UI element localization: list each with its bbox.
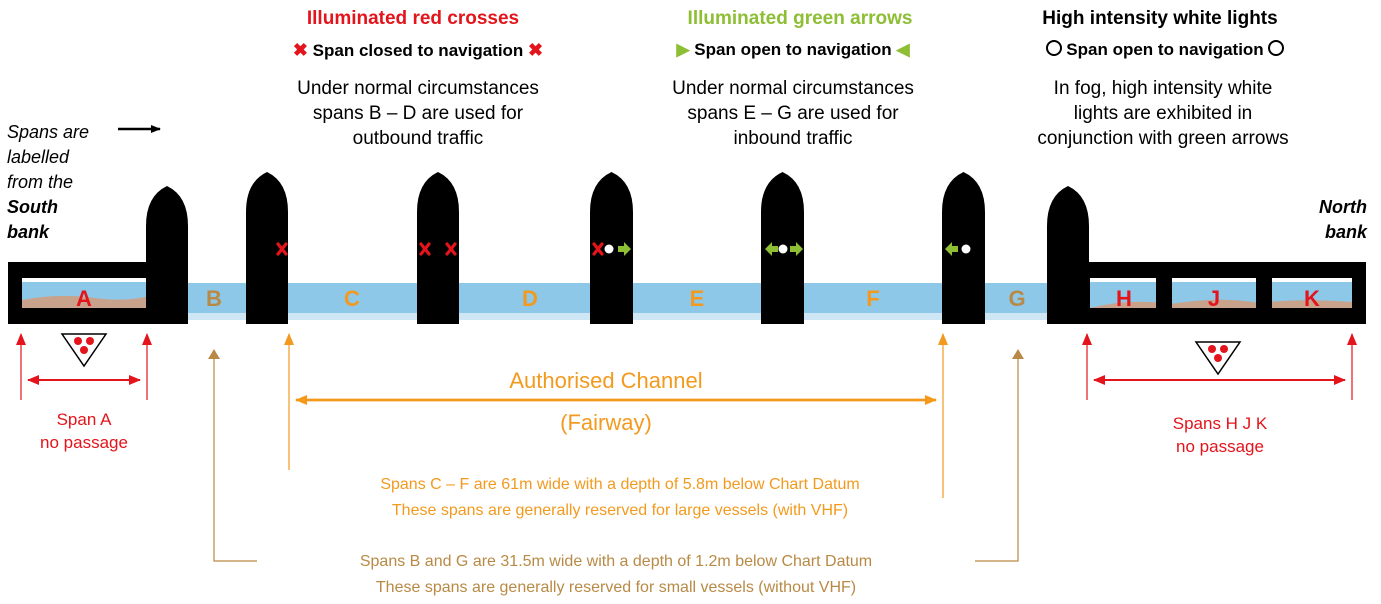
legend-green-status: ▶ Span open to navigation ◀	[613, 40, 973, 60]
sandbank-south	[22, 295, 150, 308]
spans-hjk-note-line: Spans H J K	[1172, 414, 1268, 433]
red-cross-icon	[419, 242, 431, 256]
span-a-note-line: no passage	[40, 433, 128, 452]
small-vessels-note-line: These spans are generally reserved for s…	[375, 579, 857, 596]
legend-red-heading: Illuminated red crosses	[306, 8, 520, 29]
legend-white-desc-line: In fog, high intensity white	[1053, 78, 1273, 99]
no-passage-sign-north	[1194, 341, 1242, 376]
small-spans-left-leader	[208, 349, 257, 562]
spans-hjk-note-line: no passage	[1176, 437, 1264, 456]
north-approach-deck	[1088, 262, 1366, 324]
south-bank-label: South	[7, 197, 58, 217]
green-arrow-left-icon: ◀	[896, 40, 910, 59]
span-label: F	[866, 286, 879, 311]
legend-red-desc-line: spans B – D are used for	[312, 103, 524, 124]
green-arrow-left-icon	[945, 242, 958, 256]
span-label: C	[344, 286, 360, 311]
legend-red-desc: Under normal circumstances spans B – D a…	[253, 76, 583, 151]
large-vessels-note: Spans C – F are 61m wide with a depth of…	[290, 472, 950, 524]
channel-sublabel: (Fairway)	[560, 410, 652, 435]
small-vessels-note: Spans B and G are 31.5m wide with a dept…	[257, 549, 975, 601]
legend-red-status: ✖ Span closed to navigation ✖	[253, 40, 583, 61]
legend-white-heading: High intensity white lights	[1042, 8, 1278, 29]
sandbank-north	[1090, 299, 1352, 308]
red-cross-icon	[276, 242, 288, 256]
legend-red-status-text: Span closed to navigation	[312, 41, 524, 60]
legend-white-status-text: Span open to navigation	[1066, 40, 1264, 59]
north-bank: North bank	[1319, 195, 1367, 245]
span-label: K	[1304, 286, 1320, 311]
green-arrow-left-icon	[765, 242, 778, 256]
small-spans-right-leader	[975, 349, 1024, 562]
bridge-pier	[246, 172, 288, 324]
channel-label: Authorised Channel	[509, 368, 703, 393]
pier-lights	[276, 242, 971, 256]
span-a-note: Span A no passage	[4, 408, 164, 454]
south-approach-deck	[8, 262, 152, 324]
span-label: A	[76, 286, 92, 311]
legend-green-desc-line: Under normal circumstances	[672, 78, 914, 99]
span-a-note-line: Span A	[56, 410, 112, 429]
bridge-pier	[146, 186, 188, 324]
white-light-icon	[1045, 40, 1062, 56]
green-arrow-right-icon: ▶	[676, 40, 690, 59]
white-light-icon	[778, 244, 788, 254]
north-bank-label: North	[1319, 197, 1367, 217]
legend-green-desc: Under normal circumstances spans E – G a…	[623, 76, 963, 151]
bridge-pier	[1047, 186, 1089, 324]
large-vessels-note-line: These spans are generally reserved for l…	[391, 502, 849, 519]
south-bank-label: bank	[7, 222, 50, 242]
span-label: H	[1116, 286, 1132, 311]
south-note: Spans are labelled from the South bank	[7, 120, 89, 245]
legend-white-desc-line: conjunction with green arrows	[1037, 128, 1289, 149]
small-vessels-note-line: Spans B and G are 31.5m wide with a dept…	[359, 553, 873, 570]
north-bank-label: bank	[1324, 222, 1367, 242]
red-cross-icon	[445, 242, 457, 256]
legend-white-desc: In fog, high intensity white lights are …	[993, 76, 1333, 151]
green-arrow-right-icon	[790, 242, 803, 256]
large-vessels-note-line: Spans C – F are 61m wide with a depth of…	[380, 476, 860, 493]
south-note-line: labelled	[7, 147, 70, 167]
legend-white-desc-line: lights are exhibited in	[1073, 103, 1253, 124]
red-cross-icon	[592, 242, 604, 256]
span-label: G	[1008, 286, 1025, 311]
span-label: J	[1208, 286, 1220, 311]
south-note-line: Spans are	[7, 122, 90, 142]
span-label: E	[690, 286, 705, 311]
red-cross-icon: ✖	[528, 40, 544, 60]
spans-hjk-note: Spans H J K no passage	[1140, 412, 1300, 458]
green-arrow-right-icon	[618, 242, 631, 256]
legend-green-status-text: Span open to navigation	[694, 40, 892, 59]
white-light-icon	[604, 244, 614, 254]
red-cross-icon: ✖	[292, 40, 308, 60]
legend-green-desc-line: inbound traffic	[733, 128, 853, 149]
legend-red-desc-line: Under normal circumstances	[297, 78, 539, 99]
south-note-line: from the	[7, 172, 74, 192]
legend-white-status: Span open to navigation	[1000, 40, 1330, 60]
white-light-icon	[1268, 40, 1285, 56]
span-label: D	[522, 286, 538, 311]
legend-red-desc-line: outbound traffic	[352, 128, 484, 149]
white-light-icon	[961, 244, 971, 254]
span-label: B	[206, 286, 222, 311]
bridge-pier	[417, 172, 459, 324]
no-passage-sign-south	[60, 333, 108, 368]
legend-green-heading: Illuminated green arrows	[687, 8, 913, 29]
legend-green-desc-line: spans E – G are used for	[687, 103, 899, 124]
